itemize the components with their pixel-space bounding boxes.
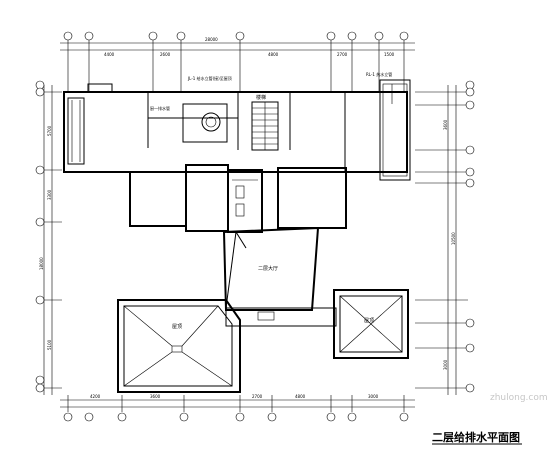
middle-rooms <box>129 164 347 233</box>
annotations: 楼梯 二层大厅 屋顶 屋顶 JL-1 给水立管(接)至屋顶 RL-1 热水立管 … <box>150 71 392 330</box>
svg-text:3600: 3600 <box>443 119 448 130</box>
drawing-title: 二层给排水平面图 <box>432 430 520 444</box>
roof-right-label: 屋顶 <box>364 318 374 324</box>
central-hall <box>222 226 320 311</box>
bottom-dimension-chain: 4200 3600 2700 4800 3000 <box>60 394 415 412</box>
svg-text:1500: 1500 <box>384 52 395 57</box>
svg-text:4400: 4400 <box>104 52 115 57</box>
watermark-text: zhulong.com <box>490 393 548 403</box>
bottom-axis-markers <box>63 412 409 422</box>
svg-text:3000: 3000 <box>368 394 379 399</box>
svg-text:5100: 5100 <box>47 339 52 350</box>
top-axis-markers <box>63 31 409 41</box>
terrace <box>225 307 337 327</box>
svg-text:18000: 18000 <box>39 257 44 270</box>
building-outline <box>63 79 411 181</box>
svg-text:10500: 10500 <box>451 232 456 245</box>
stair-label: 楼梯 <box>256 94 266 101</box>
right-roof-block <box>333 289 409 359</box>
room-note: 厨一排水管 <box>150 105 170 111</box>
svg-text:3300: 3300 <box>47 189 52 200</box>
left-roof-block <box>117 299 241 393</box>
svg-text:28000: 28000 <box>205 37 218 42</box>
svg-text:5700: 5700 <box>47 125 52 136</box>
left-axis-markers <box>35 80 45 393</box>
roof-left-label: 屋顶 <box>172 324 182 330</box>
svg-text:3600: 3600 <box>150 394 161 399</box>
svg-text:4800: 4800 <box>295 394 306 399</box>
svg-text:4800: 4800 <box>268 52 279 57</box>
pipe-label-top-left: JL-1 给水立管(接)至屋顶 <box>187 75 232 81</box>
svg-text:2700: 2700 <box>337 52 348 57</box>
right-axis-markers <box>465 80 475 393</box>
top-dimension-chain: 4400 2600 28000 4800 2700 1500 <box>60 37 415 92</box>
pipe-label-top-right: RL-1 热水立管 <box>366 71 392 77</box>
svg-text:3000: 3000 <box>443 359 448 370</box>
svg-text:2600: 2600 <box>160 52 171 57</box>
hall-label: 二层大厅 <box>258 265 278 272</box>
right-dimension-chain: 3600 10500 3000 <box>415 85 468 395</box>
svg-text:2700: 2700 <box>252 394 263 399</box>
svg-text:4200: 4200 <box>90 394 101 399</box>
left-dimension-chain: 5700 3300 18000 5100 <box>39 85 62 395</box>
